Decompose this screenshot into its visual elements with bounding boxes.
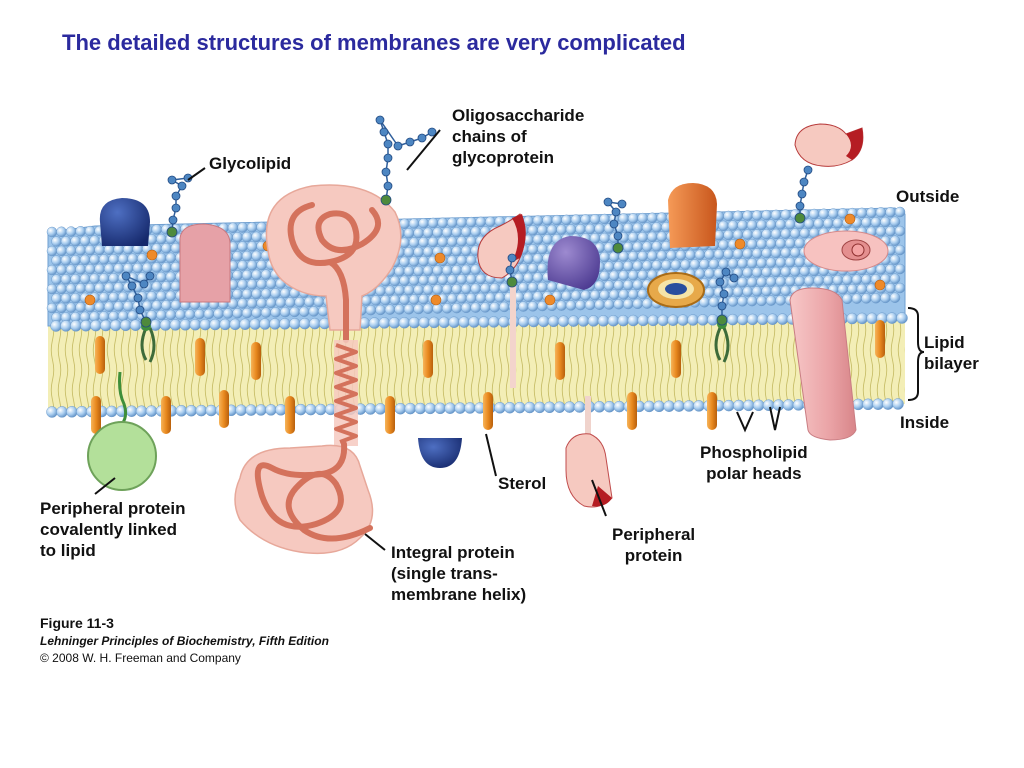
label-lipid-bilayer: Lipid bilayer — [924, 332, 979, 374]
label-peripheral-covalent-line3: to lipid — [40, 541, 96, 560]
label-phospholipid: Phospholipid polar heads — [700, 442, 808, 484]
large-transmembrane-protein — [789, 287, 857, 441]
label-peripheral-protein-line1: Peripheral — [612, 525, 696, 544]
figure-number: Figure 11-3 — [40, 615, 114, 631]
leader-lines — [94, 129, 925, 551]
label-lipid-bilayer-line2: bilayer — [924, 354, 979, 373]
label-glycolipid: Glycolipid — [209, 154, 292, 173]
label-peripheral-protein: Peripheral protein — [612, 524, 695, 566]
orange-protein — [668, 183, 717, 248]
peripheral-protein-bottom — [565, 396, 613, 508]
label-oligosaccharide: Oligosaccharide chains of glycoprotein — [452, 105, 584, 168]
glycolipid-anchors — [140, 327, 730, 363]
label-sterol: Sterol — [498, 474, 547, 493]
label-inside: Inside — [900, 413, 950, 432]
figure-book: Lehninger Principles of Biochemistry, Fi… — [40, 634, 329, 648]
label-integral-protein: Integral protein (single trans- membrane… — [391, 542, 526, 605]
slide-title: The detailed structures of membranes are… — [62, 30, 686, 55]
label-oligosaccharide-line2: chains of — [452, 127, 527, 146]
bilayer-tail-region — [48, 318, 905, 412]
label-lipid-bilayer-line1: Lipid — [924, 333, 965, 352]
inner-polar-heads — [46, 312, 908, 418]
oligosaccharide-chains — [121, 115, 813, 328]
label-peripheral-protein-line2: protein — [624, 546, 683, 565]
label-peripheral-covalent: Peripheral protein covalently linked to … — [40, 498, 185, 561]
label-peripheral-covalent-line2: covalently linked — [40, 520, 177, 539]
label-outside: Outside — [896, 187, 960, 206]
label-oligosaccharide-line1: Oligosaccharide — [452, 106, 585, 125]
blue-inner-protein — [418, 438, 462, 468]
label-integral-protein-line2: (single trans- — [391, 564, 498, 583]
label-peripheral-covalent-line1: Peripheral protein — [40, 499, 186, 518]
channel-protein — [647, 272, 705, 308]
label-phospholipid-line1: Phospholipid — [700, 443, 808, 462]
blue-peripheral-protein — [99, 198, 150, 246]
figure-copyright: © 2008 W. H. Freeman and Company — [40, 651, 241, 665]
label-integral-protein-line3: membrane helix) — [391, 585, 527, 604]
integral-protein — [234, 184, 402, 555]
pink-integral-protein — [179, 223, 231, 303]
label-phospholipid-line2: polar heads — [706, 464, 802, 483]
covalent-peripheral-protein — [87, 371, 157, 491]
sterol-molecules — [91, 320, 885, 434]
label-integral-protein-line1: Integral protein — [391, 543, 515, 562]
label-oligosaccharide-line3: glycoprotein — [452, 148, 555, 167]
pink-disc-protein — [803, 230, 889, 272]
purple-peripheral-protein — [547, 236, 600, 290]
